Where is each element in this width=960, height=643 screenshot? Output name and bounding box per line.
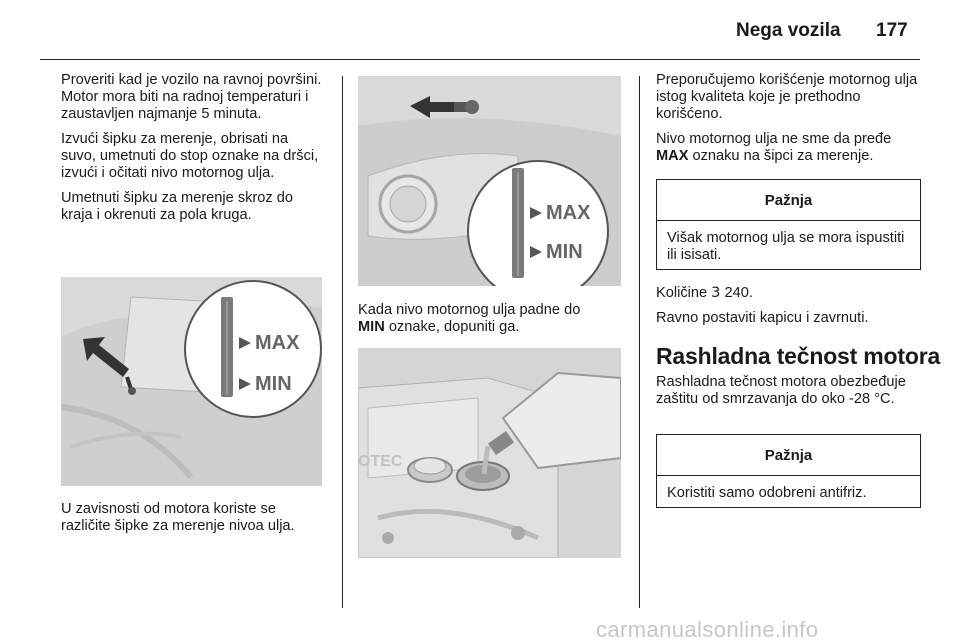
min-mark-label: MIN [358, 319, 385, 335]
page-number: 177 [876, 20, 908, 41]
paragraph-cap: Ravno postaviti kapicu i zavrnuti. [656, 310, 869, 326]
top-up-prefix: Kada nivo motornog ulja padne do [358, 302, 581, 318]
oil-filling-figure: OTEC [358, 348, 621, 558]
column-1-lower: U zavisnosti od motora koriste se različ… [61, 501, 326, 543]
dipstick-min-label: MIN [255, 373, 292, 395]
watermark: carmanualsonline.info [596, 617, 819, 642]
paragraph-oil-quality: Preporučujemo korišćenje motornog ulja i… [656, 72, 918, 122]
quantities-page-ref: 240. [720, 285, 753, 301]
top-up-suffix: oznake, dopuniti ga. [384, 319, 520, 335]
arrow-icon [83, 337, 129, 377]
max-mark-label: MAX [656, 148, 689, 164]
dipstick-max-label: MAX [255, 332, 300, 354]
dipstick-min-label: MIN [546, 241, 583, 263]
column-2-text: Kada nivo motornog ulja padne do MIN ozn… [358, 302, 623, 344]
arrow-icon [410, 96, 454, 118]
column-1: Proveriti kad je vozilo na ravnoj površi… [61, 72, 326, 232]
column-divider-1 [342, 76, 343, 608]
caution-box-2: Pažnja Koristiti samo odobreni antifriz. [656, 434, 921, 508]
paragraph-pull-dipstick: Izvući šipku za merenje, obrisati na suv… [61, 131, 319, 181]
page-header-title: Nega vozila [736, 20, 841, 41]
section-title-coolant: Rashladna tečnost motora [656, 343, 941, 369]
caution-box-1-body: Višak motornog ulja se mora ispustiti il… [667, 230, 905, 263]
quantities-label: Količine [656, 285, 712, 301]
max-limit-prefix: Nivo motornog ulja ne sme da pređe [656, 131, 892, 147]
paragraph-different-dipsticks: U zavisnosti od motora koriste se različ… [61, 501, 295, 534]
engine-brand-text: OTEC [358, 453, 403, 470]
column-3: Preporučujemo korišćenje motornog ulja i… [656, 72, 926, 173]
caution-box-1-title: Pažnja [657, 180, 920, 221]
max-limit-suffix: oznaku na šipci za merenje. [688, 148, 874, 164]
caution-box-2-title: Pažnja [657, 435, 920, 476]
dipstick-figure-2: MAX MIN [358, 76, 621, 286]
paragraph-insert-dipstick: Umetnuti šipku za merenje skroz do kraja… [61, 190, 293, 223]
paragraph-coolant: Rashladna tečnost motora obezbeđuje zašt… [656, 374, 906, 407]
column-divider-2 [639, 76, 640, 608]
page-ref-icon: 3 [711, 284, 721, 301]
paragraph-max-limit: Nivo motornog ulja ne sme da pređe MAX o… [656, 131, 926, 165]
column-3-coolant: Rashladna tečnost motora obezbeđuje zašt… [656, 374, 926, 416]
dipstick-figure-1: MAX MIN [61, 277, 322, 486]
paragraph-top-up: Kada nivo motornog ulja padne do MIN ozn… [358, 302, 623, 336]
caution-box-1: Pažnja Višak motornog ulja se mora ispus… [656, 179, 921, 270]
column-3-middle: Količine 3 240. Ravno postaviti kapicu i… [656, 284, 926, 335]
dipstick-max-label: MAX [546, 202, 591, 224]
paragraph-check-level: Proveriti kad je vozilo na ravnoj površi… [61, 72, 322, 122]
paragraph-quantities: Količine 3 240. [656, 284, 926, 302]
caution-box-2-body: Koristiti samo odobreni antifriz. [667, 485, 867, 501]
header-divider [40, 59, 920, 60]
